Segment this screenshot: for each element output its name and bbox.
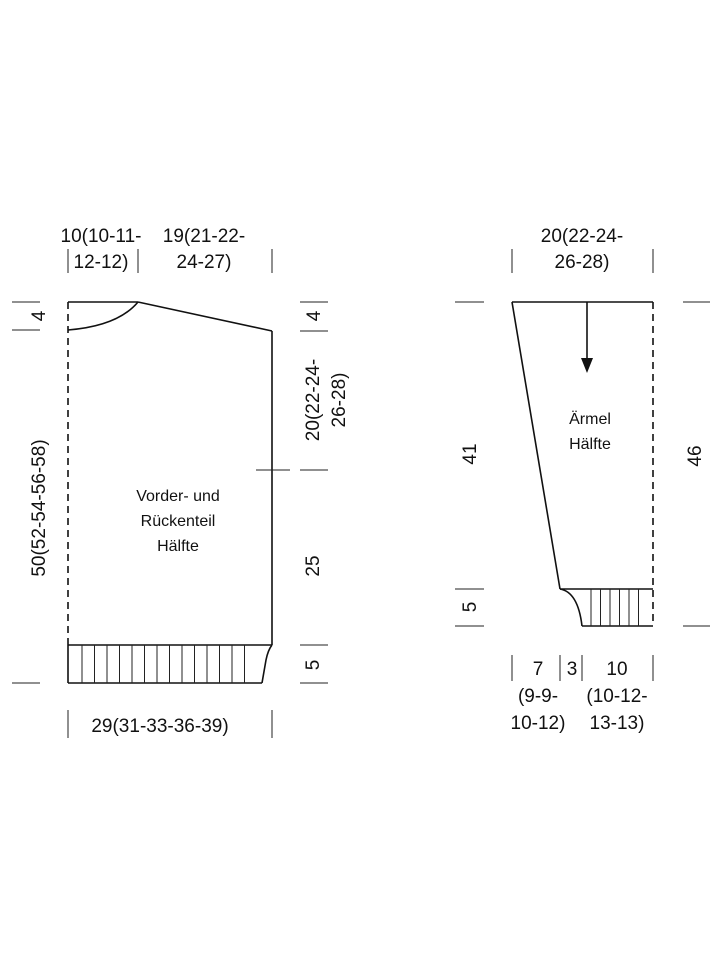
body-neckline-curve	[67, 301, 139, 331]
sleeve-rib-height-label: 5	[460, 602, 481, 613]
sleeve-rib-stripes	[590, 589, 639, 626]
body-shoulder-drop-label: 4	[304, 310, 325, 321]
knitting-direction-arrow-icon	[581, 358, 593, 373]
sleeve-top-width-label-2: 26-28)	[555, 252, 610, 273]
body-rib-stripes	[81, 645, 245, 683]
body-caption-line-3: Hälfte	[157, 538, 199, 555]
body-rib-side-edge	[261, 644, 273, 684]
sleeve-piece: Ärmel Hälfte 20(22-24- 26-28) 41 5 46 7 …	[455, 226, 710, 734]
body-armhole-depth-label-2: 26-28)	[329, 373, 350, 428]
body-caption-line-1: Vorder- und	[136, 488, 220, 505]
cuff-left-width-label-1: 7	[533, 659, 544, 680]
body-neck-width-label-1: 10(10-11-	[61, 226, 142, 247]
cuff-left-width-label-2: (9-9-	[518, 686, 558, 707]
cuff-step-width-label: 3	[567, 659, 578, 680]
sleeve-caption-line-2: Hälfte	[569, 436, 611, 453]
sleeve-top-width-label-1: 20(22-24-	[541, 226, 623, 247]
body-total-width-label: 29(31-33-36-39)	[91, 716, 228, 737]
body-neck-width-label-2: 12-12)	[74, 252, 129, 273]
sleeve-outer-length-label: 46	[685, 445, 706, 466]
sleeve-underarm-edge	[511, 301, 561, 590]
body-armhole-depth-label-1: 20(22-24-	[303, 359, 324, 441]
cuff-right-width-label-3: 13-13)	[590, 713, 645, 734]
body-total-length-label: 50(52-54-56-58)	[29, 439, 50, 576]
body-side-length-label: 25	[303, 555, 324, 576]
sleeve-inner-length-label: 41	[460, 443, 481, 464]
body-rib-height-label: 5	[303, 660, 324, 671]
cuff-left-width-label-3: 10-12)	[511, 713, 566, 734]
body-shoulder-slope	[137, 301, 273, 332]
body-neck-drop-label: 4	[29, 310, 50, 321]
body-caption-line-2: Rückenteil	[141, 513, 216, 530]
sleeve-caption-line-1: Ärmel	[569, 410, 611, 428]
body-shoulder-width-label-2: 24-27)	[177, 252, 232, 273]
cuff-right-width-label-1: 10	[606, 659, 627, 680]
sleeve-cuff-curve	[559, 588, 583, 627]
body-shoulder-width-label-1: 19(21-22-	[163, 226, 245, 247]
cuff-right-width-label-2: (10-12-	[586, 686, 647, 707]
body-piece: Vorder- und Rückenteil Hälfte 10(10-11- …	[12, 226, 350, 738]
